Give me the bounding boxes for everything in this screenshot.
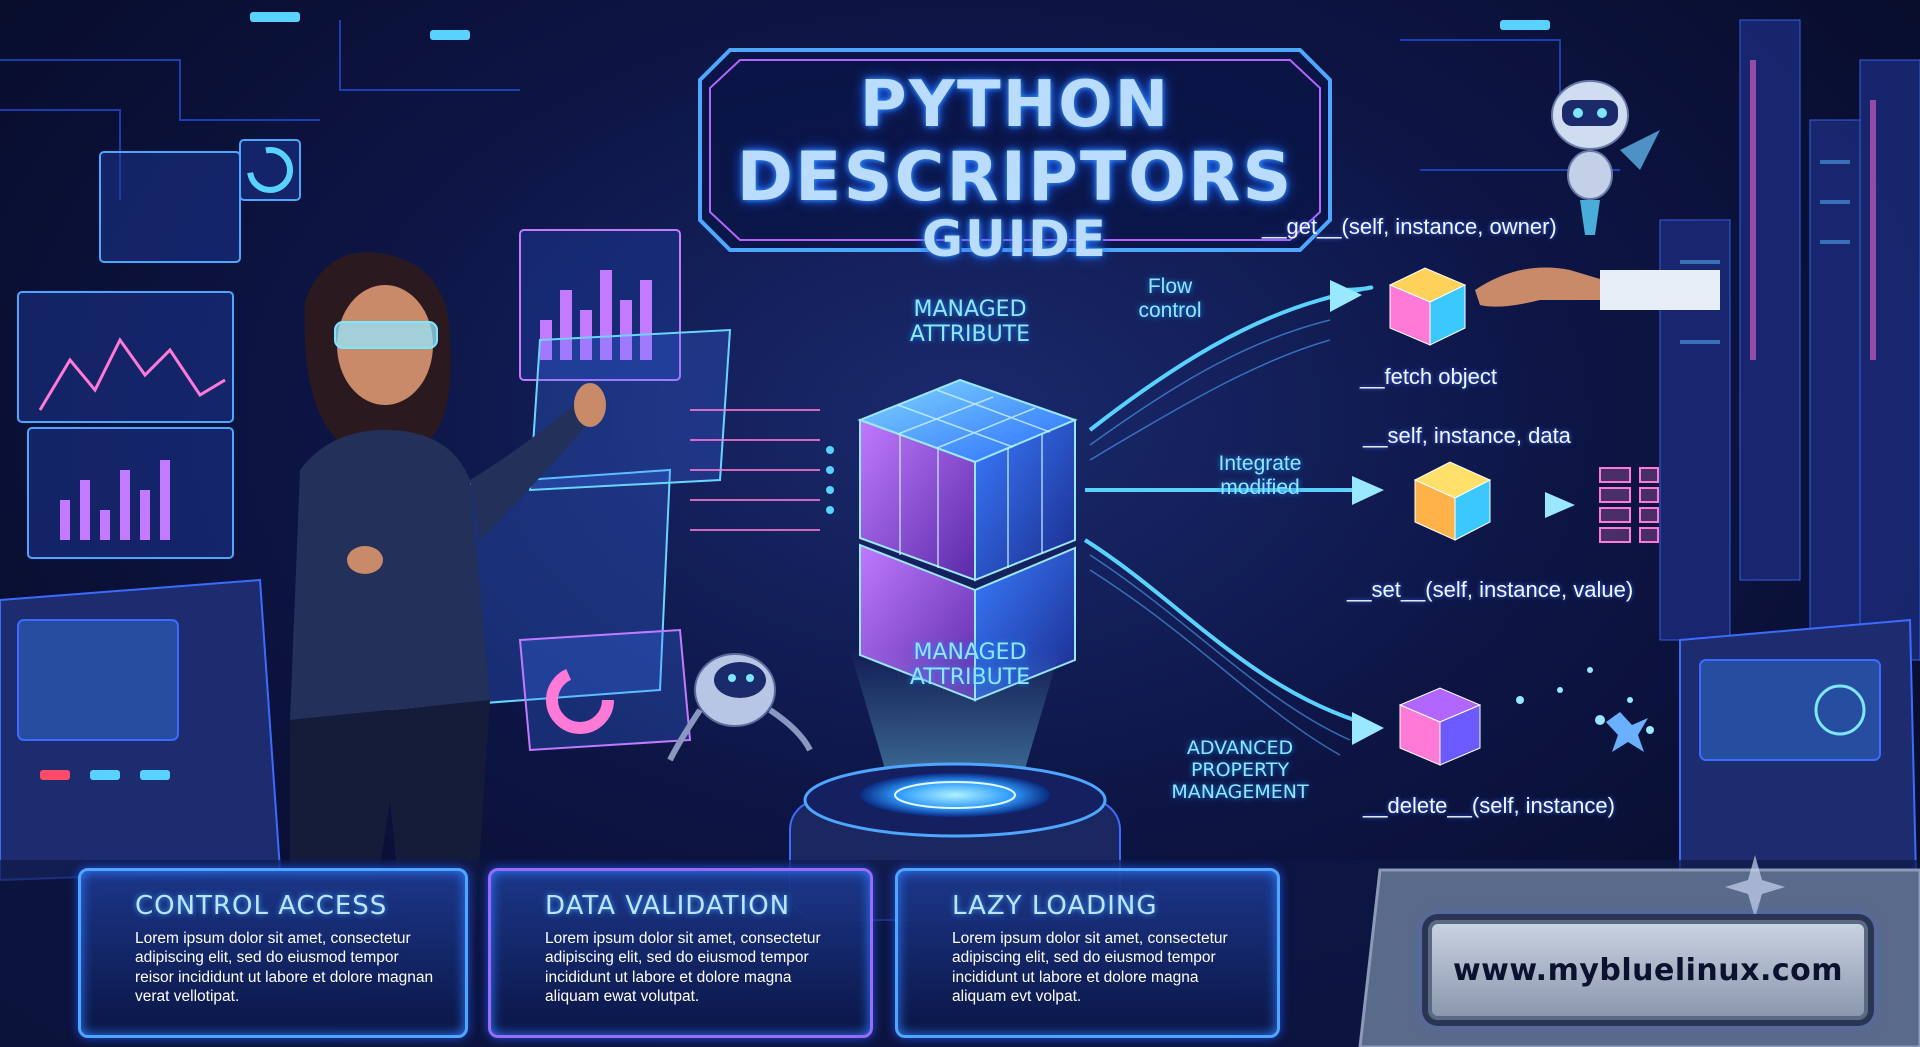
panel-title: LAZY LOADING — [952, 891, 1158, 921]
managed-attribute-bottom-label: MANAGED ATTRIBUTE — [909, 640, 1031, 691]
integrate-modified-label: Integrate modified — [1218, 452, 1302, 500]
panel-body: Lorem ipsum dolor sit amet, consectetur … — [135, 930, 434, 1006]
panel-body: Lorem ipsum dolor sit amet, consectetur … — [952, 930, 1228, 1006]
flow-control-label: Flow control — [1138, 275, 1202, 323]
title-line-3: GUIDE — [922, 210, 1108, 268]
title-line-2: DESCRIPTORS — [736, 138, 1294, 217]
set-method-label: __set__(self, instance, value) — [1347, 577, 1634, 602]
panel-title: DATA VALIDATION — [545, 891, 791, 921]
self-instance-data-label: __self, instance, data — [1363, 423, 1571, 448]
title-line-1: PYTHON — [859, 68, 1171, 142]
panel-title: CONTROL ACCESS — [135, 891, 388, 921]
panel-data-validation: DATA VALIDATION Lorem ipsum dolor sit am… — [488, 868, 873, 1038]
title-border — [698, 48, 1332, 252]
panel-body: Lorem ipsum dolor sit amet, consectetur … — [545, 930, 821, 1006]
website-url[interactable]: www.mybluelinux.com — [1452, 952, 1844, 988]
get-method-label: __get__(self, instance, owner) — [1262, 214, 1557, 239]
website-url-box[interactable]: www.mybluelinux.com — [1428, 920, 1868, 1020]
fetch-object-label: __fetch object — [1360, 364, 1497, 389]
panel-lazy-loading: LAZY LOADING Lorem ipsum dolor sit amet,… — [895, 868, 1280, 1038]
managed-attribute-top-label: MANAGED ATTRIBUTE — [909, 297, 1031, 348]
delete-method-label: __delete__(self, instance) — [1363, 793, 1615, 818]
panel-control-access: CONTROL ACCESS Lorem ipsum dolor sit ame… — [78, 868, 468, 1038]
advanced-property-label: ADVANCED PROPERTY MANAGEMENT — [1171, 737, 1309, 803]
title-frame: PYTHON DESCRIPTORS GUIDE — [690, 30, 1340, 270]
